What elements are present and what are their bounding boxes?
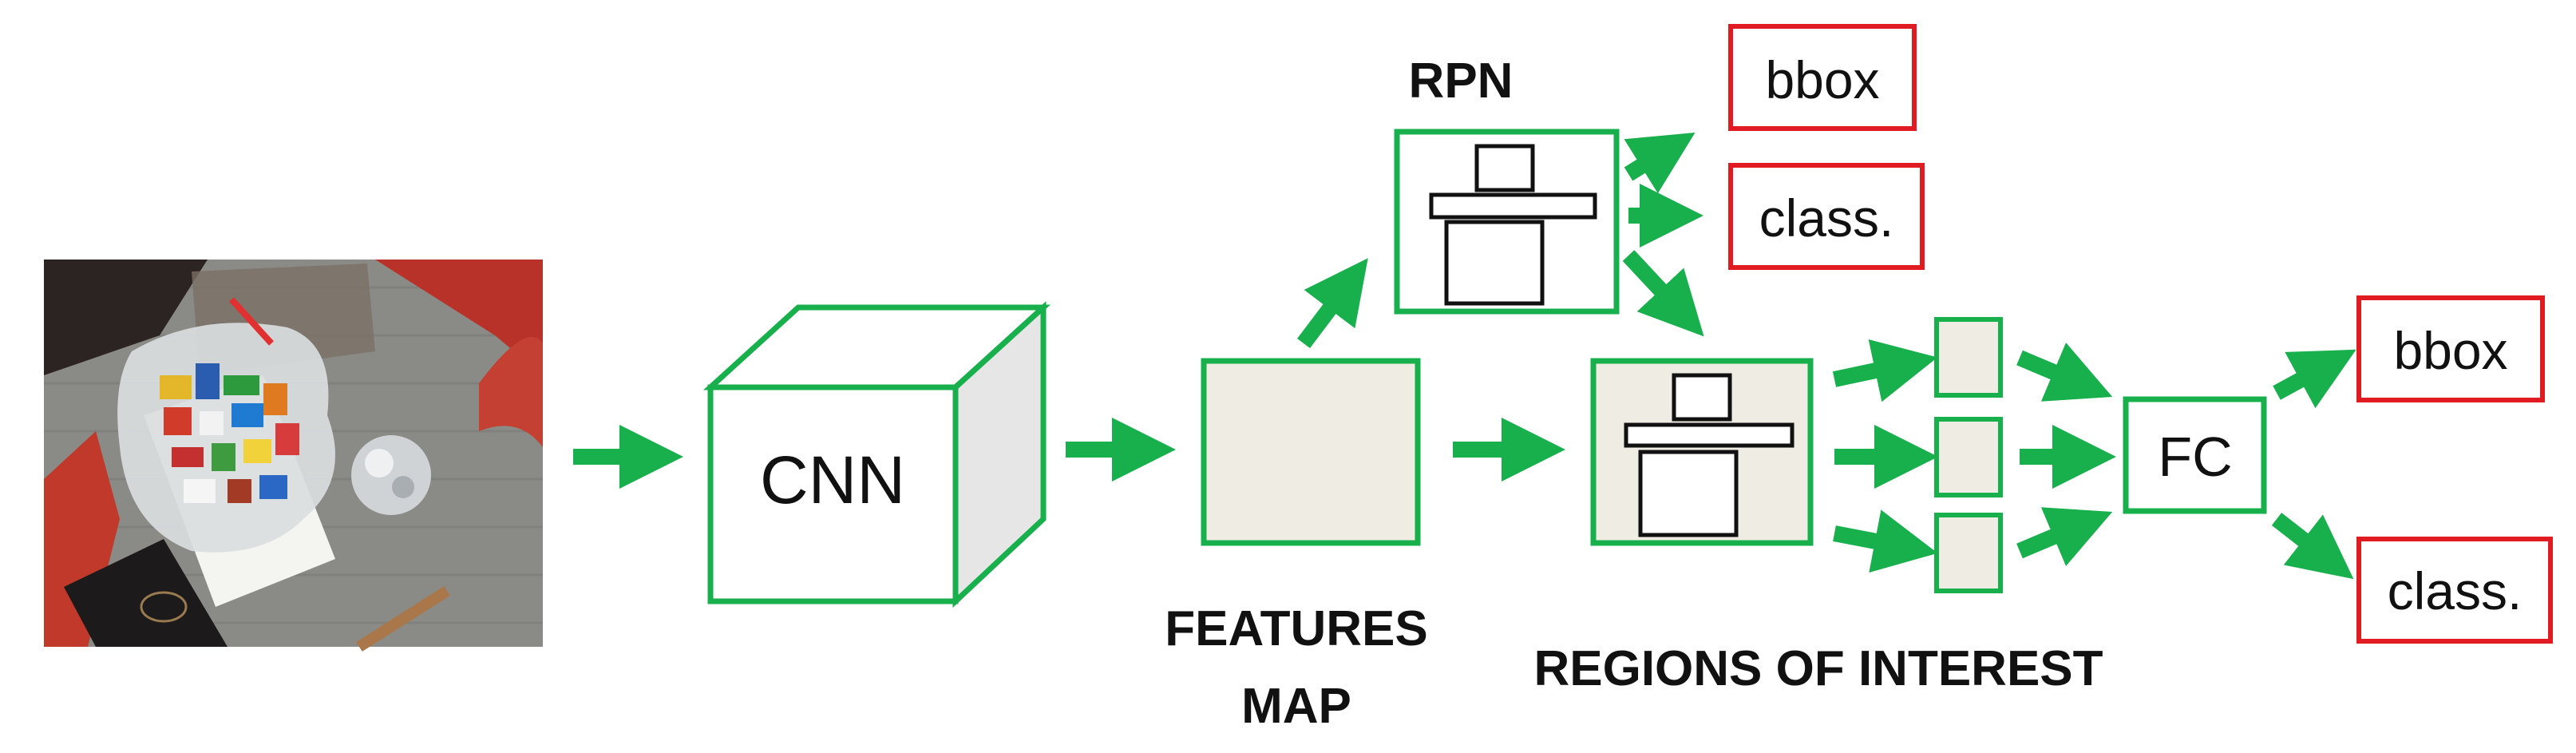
roi-region-1 (1934, 317, 2003, 398)
rpn-pictogram (1429, 144, 1597, 306)
rpn-bbox-box: bbox (1728, 24, 1917, 131)
rpn-bbox-label: bbox (1765, 50, 1879, 109)
fc-block: FC (2123, 396, 2267, 514)
cnn-label: CNN (760, 442, 905, 517)
roi-region-3 (1934, 513, 2003, 593)
arrow-region-3-to-fc (2016, 507, 2113, 566)
arrow-fc-to-bbox (2273, 349, 2356, 409)
arrow-rpn-to-bbox (1624, 132, 1696, 194)
rpn-class-label: class. (1759, 188, 1894, 248)
arrow-rpn-to-roi (1622, 250, 1704, 337)
roi-block: REGIONS OF INTEREST (1533, 358, 2103, 696)
roi-region-2 (1934, 417, 2003, 497)
roi-pictogram (1624, 373, 1794, 537)
features-label-line1: FEATURES (1165, 601, 1428, 656)
output-class-label: class. (2388, 561, 2523, 620)
arrows (573, 132, 2356, 580)
rpn-block: RPN (1394, 54, 1620, 315)
output-class-box: class. (2356, 537, 2553, 644)
arrow-roi-to-region-3 (1833, 509, 1938, 573)
output-bbox-box: bbox (2356, 295, 2545, 402)
fc-label: FC (2158, 426, 2232, 488)
input-photo (44, 260, 543, 652)
rpn-class-box: class. (1728, 163, 1925, 270)
arrow-fc-to-class (2271, 513, 2354, 580)
rpn-label: RPN (1409, 54, 1514, 109)
cnn-block: CNN (702, 301, 1051, 608)
arrow-region-1-to-fc (2016, 343, 2113, 402)
roi-label: REGIONS OF INTEREST (1533, 641, 2103, 696)
output-bbox-label: bbox (2393, 321, 2507, 380)
arrow-roi-to-region-1 (1832, 339, 1938, 402)
features-map-block: FEATURES MAP (1165, 358, 1428, 734)
arrow-features-to-rpn (1297, 258, 1368, 349)
features-label-line2: MAP (1241, 679, 1351, 734)
